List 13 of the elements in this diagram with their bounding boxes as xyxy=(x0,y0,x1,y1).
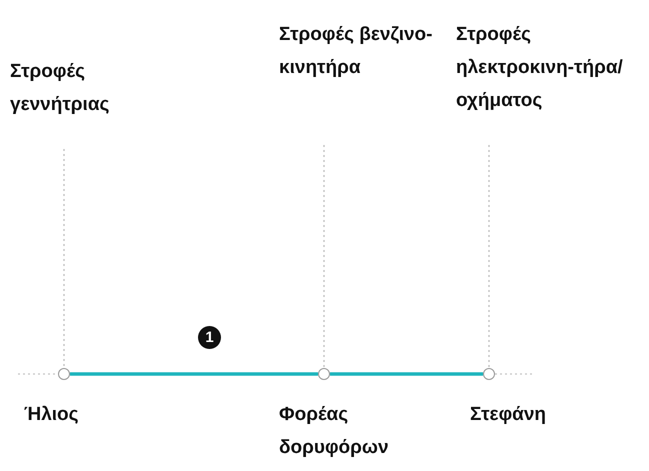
axis-label: Στεφάνη xyxy=(470,403,548,427)
pivot-circle xyxy=(58,368,70,380)
callout-number: 1 xyxy=(198,326,221,349)
pivot-circle xyxy=(318,368,330,380)
lever-line xyxy=(70,372,318,376)
axis-label: Φορέας δορυφόρων xyxy=(279,403,390,460)
axis-title: Στροφές ηλεκτροκινη-τήρα/οχήματος xyxy=(456,18,648,117)
axis-line xyxy=(488,144,490,368)
pivot-circle xyxy=(483,368,495,380)
axis-label: Ήλιος xyxy=(24,403,80,427)
axis-title: Στροφές γεννήτριας xyxy=(10,55,160,121)
axis-title: Στροφές βενζινο-κινητήρα xyxy=(279,18,439,84)
lever-line xyxy=(330,372,483,376)
